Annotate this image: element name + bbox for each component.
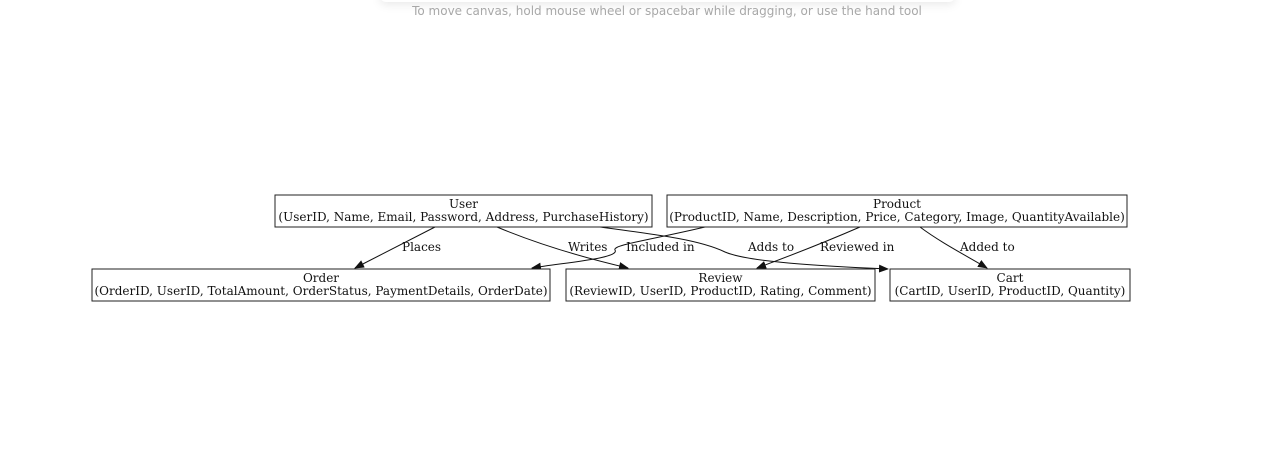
edge-label-included-in: Included in — [626, 240, 695, 254]
node-user-title: User — [449, 197, 478, 211]
node-product-fields: (ProductID, Name, Description, Price, Ca… — [669, 210, 1125, 224]
node-review-title: Review — [698, 271, 743, 285]
node-user-fields: (UserID, Name, Email, Password, Address,… — [278, 210, 648, 224]
edge-user-review[interactable]: Writes — [496, 226, 629, 270]
edge-label-writes: Writes — [568, 240, 607, 254]
node-order[interactable]: Order (OrderID, UserID, TotalAmount, Ord… — [91, 268, 551, 302]
edge-label-added-to: Added to — [959, 240, 1015, 254]
edge-user-cart[interactable]: Adds to — [599, 226, 889, 273]
edge-product-review[interactable]: Reviewed in — [756, 226, 895, 269]
node-user[interactable]: User (UserID, Name, Email, Password, Add… — [274, 194, 653, 228]
edge-label-reviewed-in: Reviewed in — [820, 240, 895, 254]
node-review[interactable]: Review (ReviewID, UserID, ProductID, Rat… — [565, 268, 876, 302]
edge-label-adds-to: Adds to — [747, 240, 794, 254]
canvas-hint-text: To move canvas, hold mouse wheel or spac… — [412, 4, 922, 18]
node-cart-title: Cart — [997, 271, 1024, 285]
edge-user-order[interactable]: Places — [354, 226, 441, 269]
node-cart[interactable]: Cart (CartID, UserID, ProductID, Quantit… — [889, 268, 1131, 302]
edge-product-cart[interactable]: Added to — [919, 226, 1015, 269]
node-cart-fields: (CartID, UserID, ProductID, Quantity) — [895, 284, 1126, 298]
node-product[interactable]: Product (ProductID, Name, Description, P… — [666, 194, 1128, 228]
canvas-toolbar-edge — [380, 0, 955, 2]
node-order-fields: (OrderID, UserID, TotalAmount, OrderStat… — [94, 284, 547, 298]
edge-product-order[interactable]: Included in — [531, 226, 706, 271]
node-order-title: Order — [303, 271, 339, 285]
node-review-fields: (ReviewID, UserID, ProductID, Rating, Co… — [569, 284, 871, 298]
node-product-title: Product — [873, 197, 921, 211]
edge-label-places: Places — [402, 240, 441, 254]
